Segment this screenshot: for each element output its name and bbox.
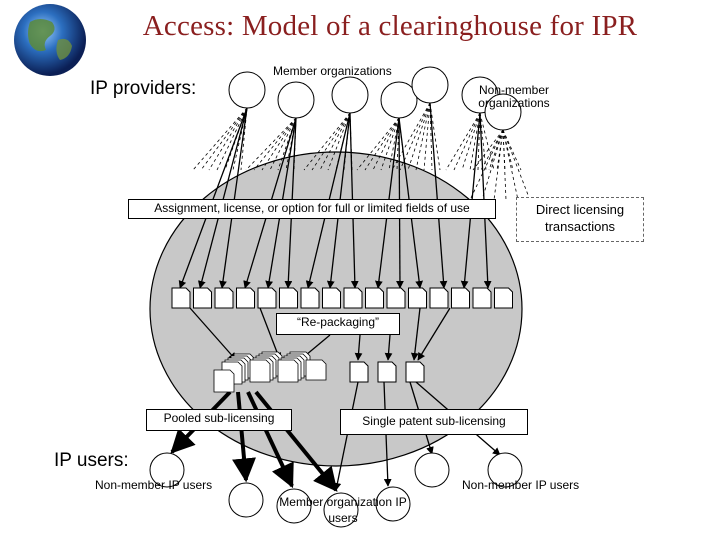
dashed-link [200,107,248,171]
non-member-ip-users-right-label: Non-member IP users [462,478,580,492]
dashed-link [453,112,481,171]
organization-circle [228,71,266,109]
single-license-arrow [333,381,359,491]
ip-users-label: IP users: [54,450,129,471]
dashed-link [327,112,351,171]
document-icon [277,359,299,383]
non-member-organizations-label: Non-member organizations [478,83,550,110]
organization-circle [484,93,522,131]
dashed-link [429,102,433,171]
document-icon [257,287,277,309]
document-icon [305,359,327,381]
dashed-link [208,107,248,171]
document-icon [171,287,191,309]
repackage-arrow [410,307,421,361]
ip-providers-label: IP providers: [90,78,197,99]
dashed-link [423,102,431,171]
dashed-link [415,102,431,171]
dashed-link [399,102,431,171]
dashed-link [480,129,504,171]
user-circle [228,482,264,518]
dashed-link [356,117,400,171]
dashed-link [245,117,297,171]
document-icon [249,359,271,383]
user-circle [414,452,450,488]
repackage-arrow [354,334,363,361]
dashed-link [502,129,507,201]
document-icon [377,361,397,383]
dashed-link [429,102,441,171]
dashed-link [502,129,519,201]
document-icon [408,287,427,309]
document-icon [349,361,369,383]
document-icon [300,287,320,309]
assignment-box: Assignment, license, or option for full … [128,199,496,219]
dashed-link [469,112,481,171]
pooled-license-arrow [232,391,256,483]
dashed-link [372,117,400,171]
pooled-license-arrow [254,390,338,492]
user-circle [149,452,185,488]
dashed-link [240,107,248,171]
document-icon [236,287,255,309]
repackaging-box: “Re-packaging” [276,313,400,335]
dashed-link [253,117,297,171]
dashed-link [445,112,481,171]
license-arrow [198,107,248,289]
user-circle [276,488,312,524]
dashed-link [479,112,495,171]
organization-circle [277,81,315,119]
document-icon [322,287,341,309]
document-icon [193,287,212,309]
page-title: Access: Model of a clearinghouse for IPR [142,10,638,42]
document-icon [451,287,470,309]
member-organization-ip-users-label: Member organization IP users [279,495,407,525]
organization-circle [411,66,449,104]
dashed-link [469,129,504,201]
document-icon [214,287,234,309]
repackage-arrow [417,307,451,361]
repackage-arrow [259,307,282,361]
dashed-link [232,107,248,171]
license-arrow [219,107,248,289]
document-icon [279,287,298,309]
repackage-arrow [384,334,393,361]
user-circle [375,486,411,522]
dashed-link [461,112,481,171]
non-member-ip-users-left-label: Non-member IP users [95,478,213,492]
dashed-link [303,112,351,171]
document-icon [429,287,449,309]
user-circle [323,492,359,528]
dashed-link [502,129,531,201]
document-icon [365,287,384,309]
globe-icon [14,4,86,76]
document-icon [405,361,425,383]
dashed-link [192,107,248,171]
dashed-link [481,129,504,201]
direct-licensing-box: Direct licensing transactions [516,197,644,242]
dashed-link [364,117,400,171]
dashed-link [391,102,431,171]
license-arrow [429,102,448,289]
single-patent-sub-licensing-box: Single patent sub-licensing [340,409,528,435]
organization-circle [380,81,418,119]
document-icon [494,287,513,309]
pooled-license-arrow [246,391,294,489]
document-icon [343,287,363,309]
organization-circle [331,76,369,114]
document-icon [472,287,492,309]
dashed-link [472,129,504,171]
member-organizations-label: Member organizations [273,64,392,78]
document-icon [386,287,406,309]
pooled-sub-licensing-box: Pooled sub-licensing [146,409,292,431]
license-arrow [178,107,248,289]
user-circle [487,452,523,488]
dashed-link [319,112,351,171]
repackage-arrow [189,307,237,361]
dashed-link [261,117,297,171]
document-icon [213,369,235,393]
dashed-link [269,117,297,171]
